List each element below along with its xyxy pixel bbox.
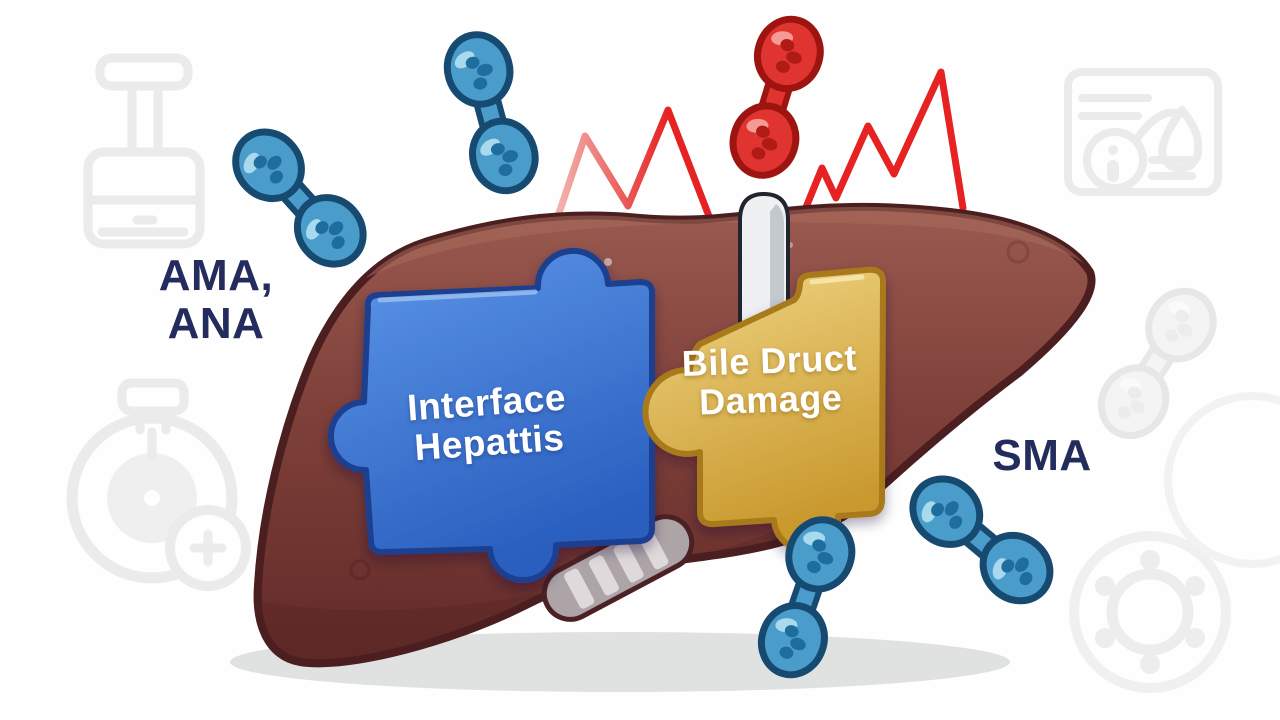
ghost-circle-decoration: [1164, 392, 1280, 568]
puzzle-piece-blue: [328, 247, 655, 583]
gold-puzzle-label: Bile Druct Damage: [681, 336, 858, 423]
ghost-icons: [66, 53, 1280, 693]
label-ama-line2: ANA: [167, 298, 265, 348]
flare-zigzag-line: [554, 68, 967, 228]
ghost-molecule: [1086, 278, 1228, 448]
puzzle-piece-gold: [642, 266, 886, 553]
flare-zigzag-left: [554, 106, 716, 228]
plunger-box-icon: [83, 53, 205, 249]
antibody-molecule-top: [439, 27, 543, 199]
flare-zigzag-right: [796, 68, 967, 226]
label-sma: SMA: [992, 431, 1092, 480]
virus-ring-icon: [1069, 531, 1231, 693]
antigen-molecule-red: [722, 11, 831, 184]
liver-sheen: [300, 206, 1092, 300]
label-ama-ana: AMA, ANA: [148, 252, 284, 347]
certificate-oil-icon: [1064, 68, 1222, 196]
label-ama-line1: AMA,: [158, 251, 274, 300]
antibody-molecule-right: [899, 463, 1064, 616]
stopwatch-icon: [66, 378, 251, 591]
